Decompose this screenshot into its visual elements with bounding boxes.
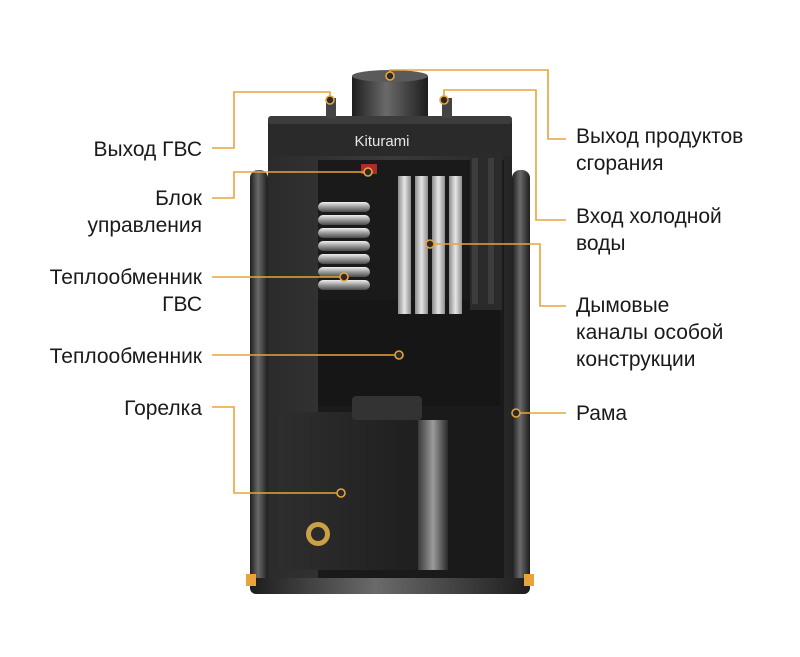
leader-control-block-endpoint — [363, 167, 373, 177]
label-control-block: Блок управления — [30, 185, 202, 239]
flue-channel-fins — [398, 176, 462, 314]
label-dhw-exchanger: Теплообменник ГВС — [4, 264, 202, 318]
coil-loop — [318, 280, 370, 290]
label-flue-channels-line-1: Дымовые — [576, 294, 670, 317]
label-dhw-exchanger-line-1: Теплообменник — [49, 266, 202, 289]
label-cold-inlet: Вход холодной воды — [576, 203, 796, 257]
burner-housing — [278, 412, 418, 570]
heat-exchanger-block — [318, 300, 500, 406]
label-burner: Горелка — [30, 395, 202, 422]
coil-loop — [318, 254, 370, 264]
cold-inlet-fitting — [442, 98, 452, 118]
brand-logo-text: Kiturami — [354, 133, 409, 150]
leader-dhw-outlet — [212, 91, 331, 149]
leader-dhw-outlet-endpoint — [325, 95, 335, 105]
leader-flue-channels-endpoint — [425, 239, 435, 249]
leader-flue-channels — [430, 243, 566, 307]
burner-fan-disc — [418, 420, 448, 570]
label-control-block-line-1: Блок — [155, 187, 202, 210]
label-cold-inlet-line-2: воды — [576, 232, 626, 255]
label-flue-channels-line-2: каналы особой — [576, 321, 724, 344]
coil-loop — [318, 228, 370, 238]
label-control-block-line-2: управления — [87, 214, 202, 237]
label-cold-inlet-line-1: Вход холодной — [576, 205, 722, 228]
label-frame: Рама — [576, 400, 796, 427]
callout-leaders — [212, 69, 566, 498]
frame-foot-left — [246, 574, 256, 586]
coil-loop — [318, 241, 370, 251]
label-burner-text: Горелка — [124, 397, 202, 420]
leader-burner-endpoint — [336, 488, 346, 498]
burner-top-block — [352, 396, 422, 420]
top-cover — [268, 120, 512, 158]
flue-fin — [415, 176, 428, 314]
label-frame-text: Рама — [576, 402, 628, 425]
dhw-coil — [318, 202, 370, 290]
top-cover-rim — [268, 116, 512, 124]
coil-loop — [318, 215, 370, 225]
dhw-outlet-fitting — [326, 98, 336, 118]
flue-fin — [432, 176, 445, 314]
flue-chimney — [352, 74, 428, 120]
frame-bottom-rail — [250, 578, 530, 594]
leader-flue-outlet-endpoint — [385, 71, 395, 81]
coil-loop — [318, 202, 370, 212]
label-flue-channels-line-3: конструкции — [576, 348, 696, 371]
flue-fin — [449, 176, 462, 314]
leader-burner — [212, 406, 341, 494]
label-flue-channels: Дымовые каналы особой конструкции — [576, 292, 796, 373]
leader-cold-inlet — [443, 89, 566, 221]
frame-left-rail — [250, 170, 268, 590]
label-dhw-exchanger-line-2: ГВС — [162, 293, 202, 316]
frame-foot-right — [524, 574, 534, 586]
burner — [278, 396, 448, 570]
leader-dhw-exchanger-endpoint — [339, 272, 349, 282]
frame — [246, 170, 534, 594]
leader-cold-inlet-endpoint — [439, 95, 449, 105]
label-flue-outlet-line-1: Выход продуктов — [576, 125, 744, 148]
flue-tubes — [470, 150, 502, 310]
label-flue-outlet-line-2: сгорания — [576, 152, 664, 175]
coil-loop — [318, 267, 370, 277]
label-dhw-outlet-text: Выход ГВС — [93, 138, 202, 161]
label-heat-exchanger: Теплообменник — [4, 343, 202, 370]
frame-right-rail — [512, 170, 530, 590]
leader-heat-exchanger-endpoint — [394, 350, 404, 360]
leader-frame-endpoint — [511, 408, 521, 418]
label-dhw-outlet: Выход ГВС — [30, 136, 202, 163]
flue-fin — [398, 176, 411, 314]
leader-control-block — [212, 171, 368, 199]
label-flue-outlet: Выход продуктов сгорания — [576, 123, 796, 177]
label-heat-exchanger-text: Теплообменник — [49, 345, 202, 368]
